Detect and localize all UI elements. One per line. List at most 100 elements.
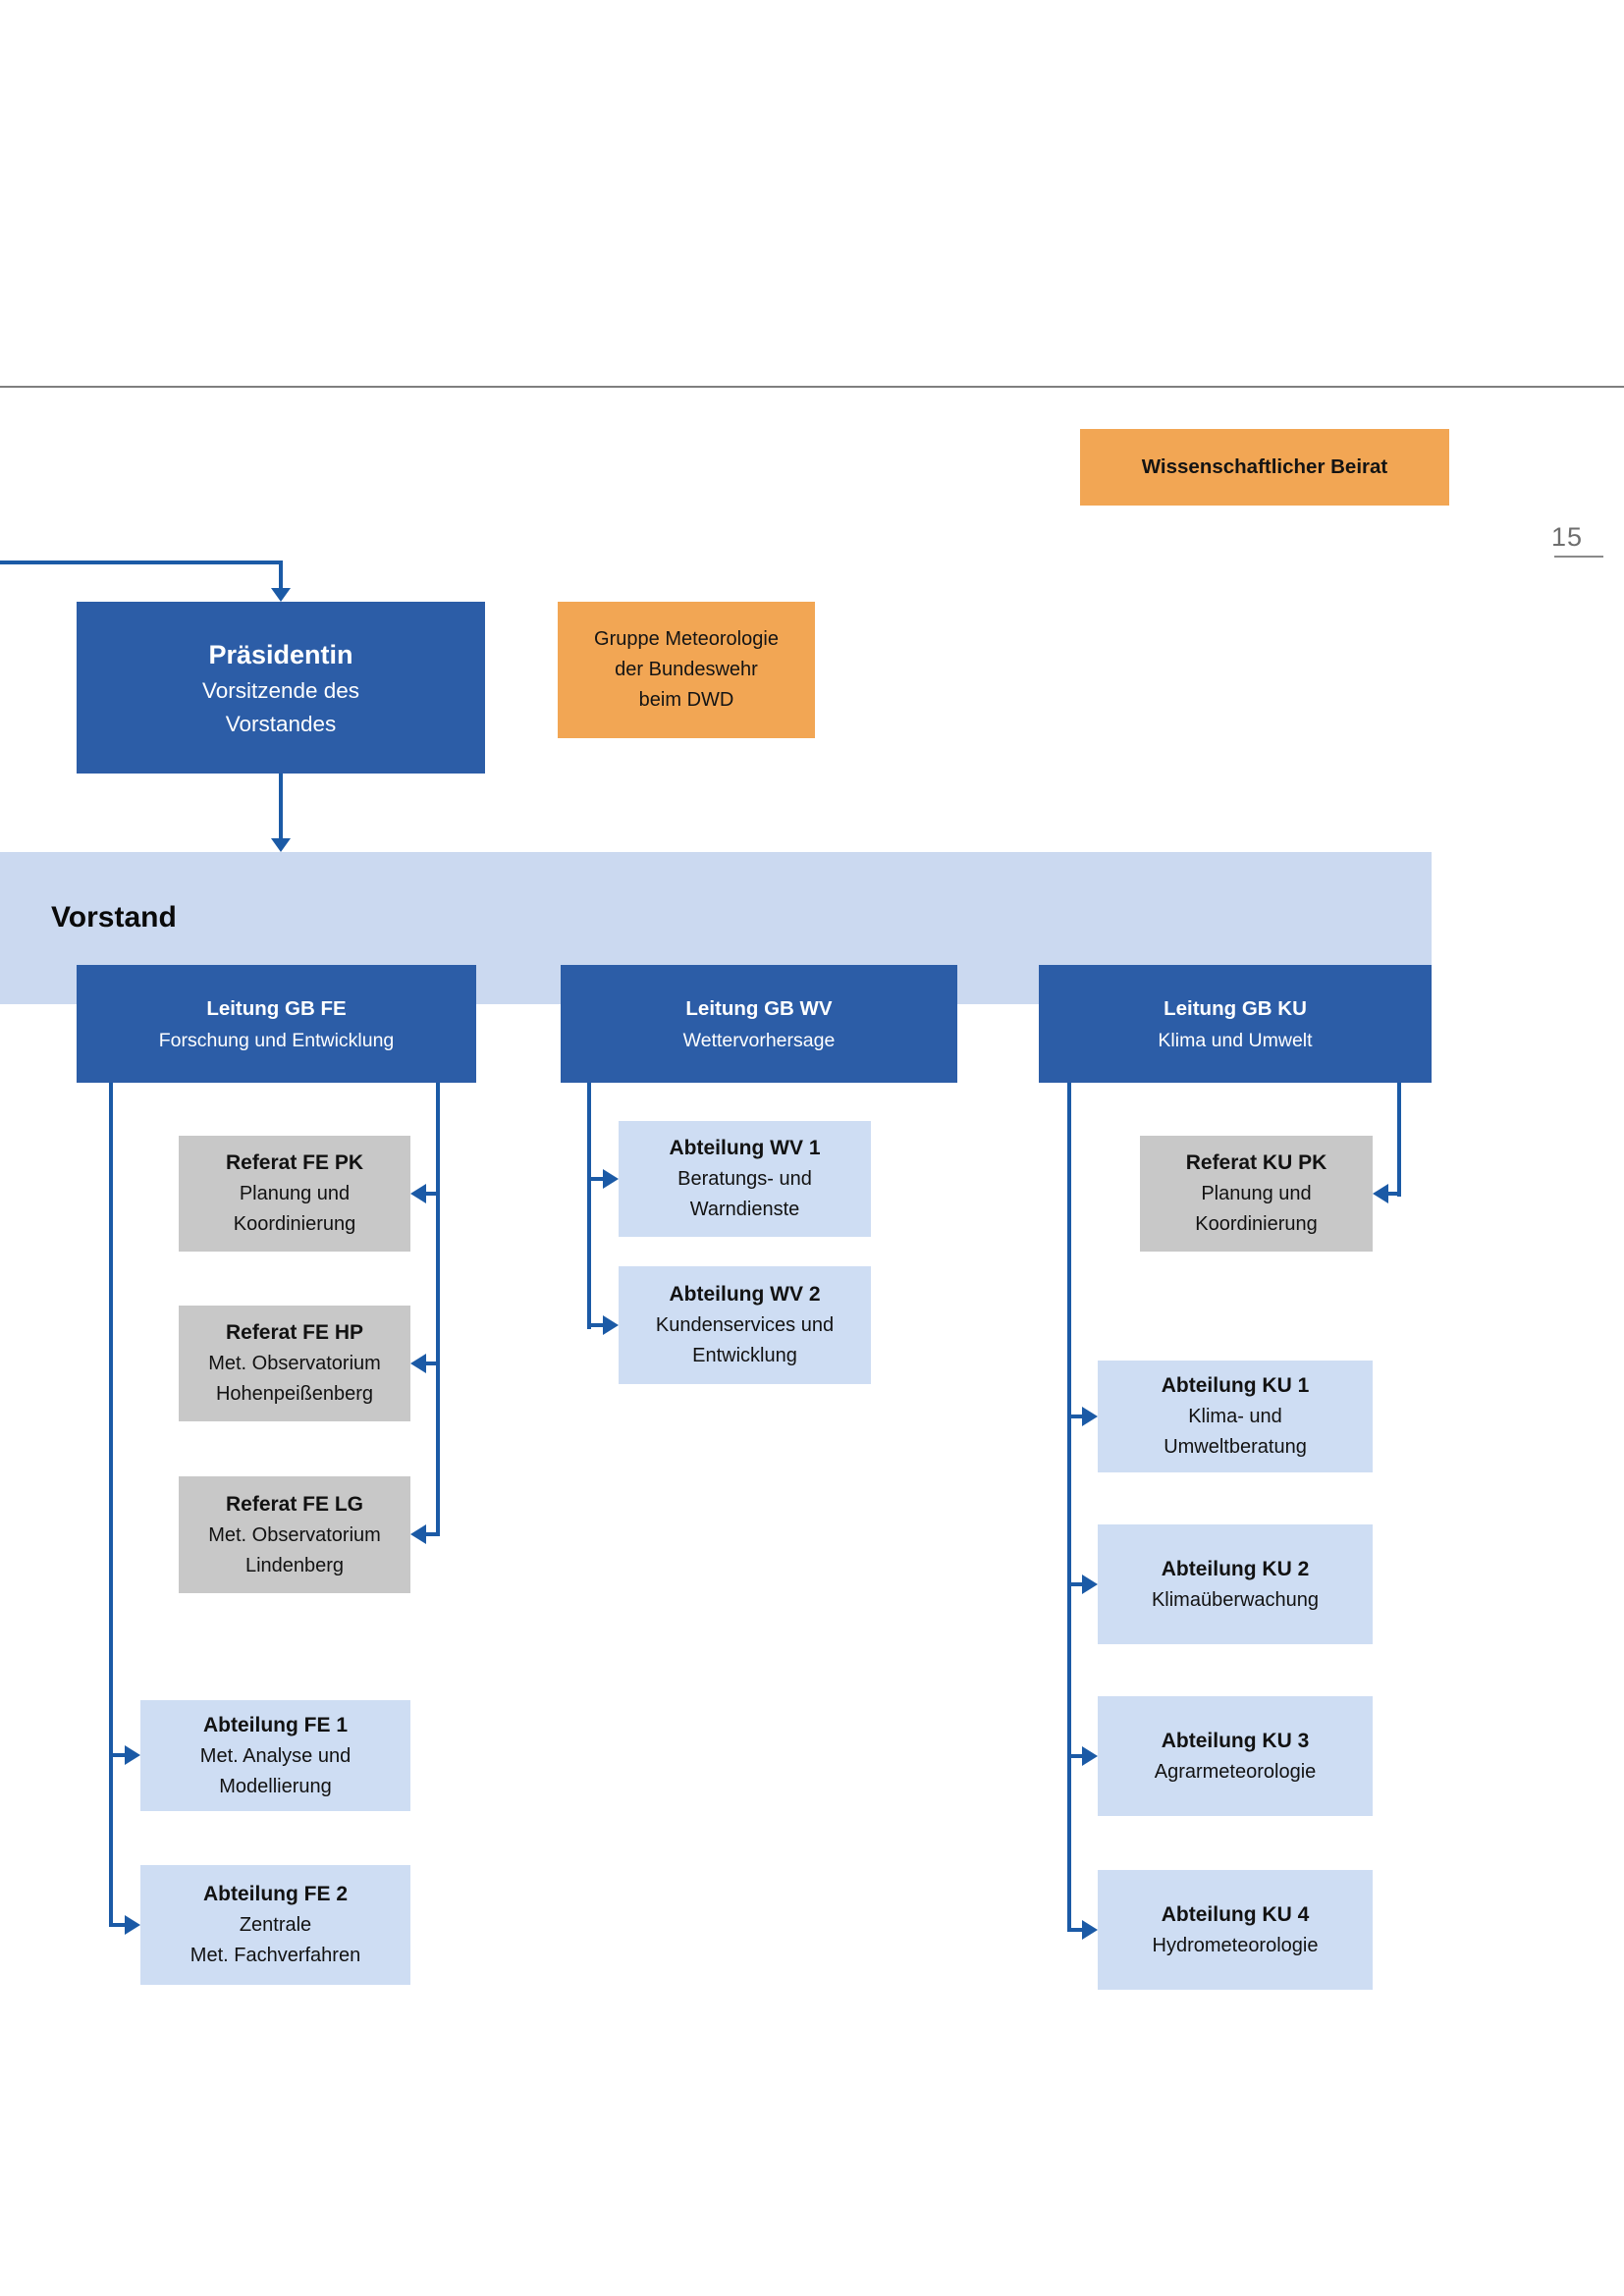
abteilung-ku-1-box: Abteilung KU 1 Klima- und Umweltberatung [1098, 1361, 1373, 1472]
abteilung-ku-2-box: Abteilung KU 2 Klimaüberwachung [1098, 1524, 1373, 1644]
abteilung-fe-1-title: Abteilung FE 1 [203, 1713, 348, 1736]
praesidentin-title: Präsidentin [208, 639, 353, 669]
referat-fe-pk-line-1: Planung und [239, 1183, 351, 1204]
abteilung-wv-2-box: Abteilung WV 2 Kundenservices und Entwic… [619, 1266, 871, 1384]
connector-stub-fe-2 [113, 1923, 125, 1927]
leitung-gb-ku-subtitle: Klima und Umwelt [1158, 1029, 1313, 1051]
arrowhead-into-fe-2 [125, 1915, 140, 1935]
abteilung-fe-1-line-2: Modellierung [219, 1775, 332, 1797]
bundeswehr-line-3: beim DWD [638, 689, 734, 711]
abteilung-wv-1-box: Abteilung WV 1 Beratungs- und Warndienst… [619, 1121, 871, 1237]
abteilung-wv-2-line-2: Entwicklung [692, 1345, 797, 1366]
connector-top-horizontal [0, 561, 283, 564]
leitung-gb-wv-title: Leitung GB WV [685, 996, 833, 1020]
leitung-gb-fe-subtitle: Forschung und Entwicklung [158, 1029, 395, 1051]
page-number-underline [1554, 556, 1603, 558]
connector-stub-ku-1 [1071, 1415, 1082, 1418]
abteilung-fe-1-line-1: Met. Analyse und [199, 1744, 352, 1767]
praesidentin-box: Präsidentin Vorsitzende des Vorstandes [77, 602, 485, 774]
referat-fe-pk-line-2: Koordinierung [233, 1213, 356, 1235]
abteilung-ku-2-title: Abteilung KU 2 [1161, 1557, 1310, 1580]
leitung-gb-wv-subtitle: Wettervorhersage [682, 1029, 836, 1051]
abteilung-ku-4-box: Abteilung KU 4 Hydrometeorologie [1098, 1870, 1373, 1990]
abteilung-ku-1-title: Abteilung KU 1 [1161, 1374, 1310, 1397]
connector-stub-fe-1 [113, 1753, 125, 1757]
leitung-gb-ku-title: Leitung GB KU [1164, 996, 1307, 1020]
abteilung-ku-1-line-1: Klima- und [1188, 1406, 1282, 1427]
connector-stub-ku-3 [1071, 1754, 1082, 1758]
arrowhead-into-ku-4 [1082, 1920, 1098, 1940]
referat-ku-pk-line-2: Koordinierung [1195, 1213, 1318, 1235]
page-number: 15 [1551, 522, 1584, 552]
arrowhead-into-fe-pk [410, 1184, 426, 1203]
connector-stub-fe-hp [426, 1362, 440, 1365]
referat-ku-pk-title: Referat KU PK [1185, 1151, 1327, 1174]
connector-fe-left-vertical [109, 1083, 113, 1927]
abteilung-wv-1-title: Abteilung WV 1 [669, 1137, 821, 1159]
connector-stub-fe-pk [426, 1192, 440, 1196]
connector-praesidentin-vorstand [279, 774, 283, 840]
arrowhead-into-wv-2 [603, 1315, 619, 1335]
praesidentin-subtitle-2: Vorstandes [225, 711, 337, 736]
connector-wv-vertical [587, 1083, 591, 1329]
vorstand-label: Vorstand [51, 901, 177, 934]
abteilung-ku-3-title: Abteilung KU 3 [1161, 1729, 1310, 1752]
connector-stub-fe-lg [426, 1532, 440, 1536]
arrowhead-into-fe-hp [410, 1354, 426, 1373]
connector-fe-right-vertical [436, 1083, 440, 1536]
abteilung-fe-2-title: Abteilung FE 2 [203, 1883, 348, 1905]
referat-fe-lg-box: Referat FE LG Met. Observatorium Lindenb… [179, 1476, 410, 1593]
referat-ku-pk-box: Referat KU PK Planung und Koordinierung [1140, 1136, 1373, 1252]
referat-fe-pk-title: Referat FE PK [225, 1151, 364, 1174]
abteilung-fe-2-line-1: Zentrale [239, 1914, 312, 1936]
leitung-gb-ku-box: Leitung GB KU Klima und Umwelt [1039, 965, 1432, 1083]
leitung-gb-wv-box: Leitung GB WV Wettervorhersage [561, 965, 957, 1083]
page-top-rule [0, 386, 1624, 388]
abteilung-ku-4-title: Abteilung KU 4 [1161, 1902, 1310, 1926]
praesidentin-subtitle-1: Vorsitzende des [201, 677, 360, 703]
arrowhead-into-ku-3 [1082, 1746, 1098, 1766]
abteilung-fe-1-box: Abteilung FE 1 Met. Analyse und Modellie… [140, 1700, 410, 1811]
connector-stub-ku-pk [1388, 1192, 1401, 1196]
abteilung-ku-1-line-2: Umweltberatung [1164, 1436, 1307, 1458]
abteilung-fe-2-box: Abteilung FE 2 Zentrale Met. Fachverfahr… [140, 1865, 410, 1985]
referat-fe-hp-line-2: Hohenpeißenberg [215, 1383, 374, 1405]
beirat-box: Wissenschaftlicher Beirat [1080, 429, 1449, 506]
abteilung-wv-1-line-2: Warndienste [689, 1199, 800, 1220]
abteilung-ku-4-line-1: Hydrometeorologie [1152, 1934, 1319, 1956]
referat-fe-hp-title: Referat FE HP [225, 1321, 364, 1344]
referat-fe-lg-line-2: Lindenberg [244, 1554, 345, 1576]
referat-fe-hp-box: Referat FE HP Met. Observatorium Hohenpe… [179, 1306, 410, 1421]
arrowhead-into-ku-1 [1082, 1407, 1098, 1426]
abteilung-wv-2-title: Abteilung WV 2 [669, 1283, 821, 1306]
arrowhead-into-fe-1 [125, 1745, 140, 1765]
referat-ku-pk-line-1: Planung und [1201, 1183, 1312, 1204]
bundeswehr-box: Gruppe Meteorologie der Bundeswehr beim … [558, 602, 815, 738]
referat-fe-pk-box: Referat FE PK Planung und Koordinierung [179, 1136, 410, 1252]
referat-fe-lg-line-1: Met. Observatorium [208, 1523, 381, 1546]
connector-stub-wv-2 [591, 1323, 603, 1327]
connector-stub-ku-4 [1071, 1928, 1082, 1932]
abteilung-ku-2-line-1: Klimaüberwachung [1151, 1588, 1320, 1611]
abteilung-fe-2-line-2: Met. Fachverfahren [189, 1945, 361, 1966]
connector-stub-wv-1 [591, 1177, 603, 1181]
abteilung-wv-2-line-1: Kundenservices und [655, 1314, 835, 1336]
connector-top-vertical [279, 561, 283, 590]
leitung-gb-fe-title: Leitung GB FE [206, 996, 347, 1020]
arrowhead-into-wv-1 [603, 1169, 619, 1189]
arrowhead-into-praesidentin [271, 588, 291, 602]
abteilung-ku-3-box: Abteilung KU 3 Agrarmeteorologie [1098, 1696, 1373, 1816]
connector-stub-ku-2 [1071, 1582, 1082, 1586]
abteilung-wv-1-line-1: Beratungs- und [677, 1168, 812, 1190]
arrowhead-into-fe-lg [410, 1524, 426, 1544]
connector-ku-left-vertical [1067, 1083, 1071, 1932]
abteilung-ku-3-line-1: Agrarmeteorologie [1154, 1760, 1317, 1783]
bundeswehr-line-1: Gruppe Meteorologie [594, 628, 779, 650]
connector-ku-right-vertical [1397, 1083, 1401, 1197]
beirat-label: Wissenschaftlicher Beirat [1141, 455, 1388, 478]
referat-fe-lg-title: Referat FE LG [225, 1492, 364, 1516]
leitung-gb-fe-box: Leitung GB FE Forschung und Entwicklung [77, 965, 476, 1083]
arrowhead-into-ku-pk [1373, 1184, 1388, 1203]
referat-fe-hp-line-1: Met. Observatorium [208, 1353, 381, 1374]
